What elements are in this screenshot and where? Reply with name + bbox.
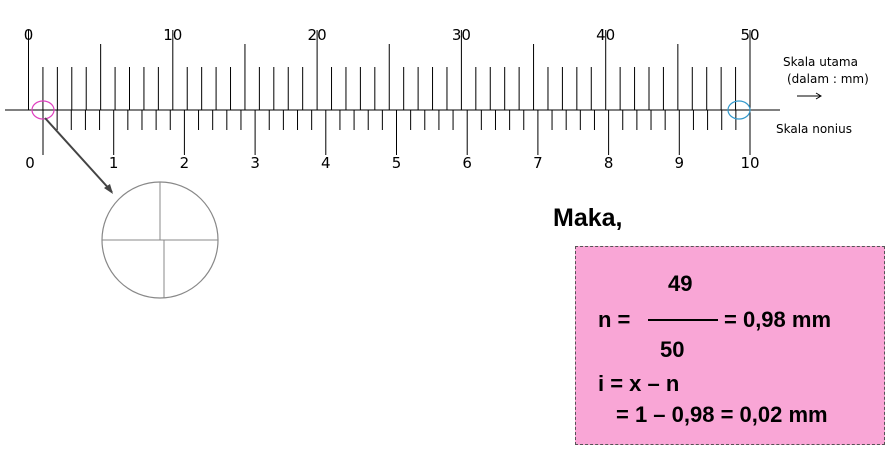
- vernier-scale-tick-label: 0: [25, 154, 35, 172]
- i-result: = 1 – 0,98 = 0,02 mm: [616, 402, 828, 427]
- main-scale-tick-label: 10: [163, 26, 182, 44]
- vernier-scale-tick-label: 2: [180, 154, 190, 172]
- vernier-scale-tick-label: 9: [675, 154, 685, 172]
- vernier-scale-tick-label: 10: [740, 154, 759, 172]
- main-scale-tick-label: 0: [24, 26, 34, 44]
- vernier-scale-title: Skala nonius: [776, 122, 852, 136]
- main-scale-title: Skala utama: [783, 55, 858, 69]
- main-scale-tick-label: 30: [452, 26, 471, 44]
- vernier-scale-tick-label: 7: [533, 154, 543, 172]
- main-scale-tick-label: 50: [740, 26, 759, 44]
- main-scale-tick-label: 20: [308, 26, 327, 44]
- main-scale-labels: 0 10 20 30 40 50: [24, 26, 760, 44]
- vernier-scale-tick-label: 6: [462, 154, 472, 172]
- main-scale-ticks: [28, 30, 751, 110]
- zoom-pointer-arrow: [44, 117, 113, 193]
- end-alignment-circle: [727, 100, 751, 120]
- fraction-denominator: 50: [660, 337, 685, 362]
- calculation-box: 49 n = = 0,98 mm 50 i = x – n = 1 – 0,98…: [575, 246, 885, 445]
- zero-alignment-circle: [31, 100, 55, 120]
- zoom-arrow-head-icon: [104, 184, 113, 194]
- vernier-scale-tick-label: 5: [392, 154, 402, 172]
- n-label: n =: [598, 307, 631, 332]
- main-scale-unit: (dalam : mm): [787, 72, 869, 86]
- i-equation: i = x – n: [598, 371, 680, 396]
- fraction-bar: [648, 319, 718, 321]
- vernier-scale-tick-label: 8: [604, 154, 614, 172]
- vernier-scale-tick-label: 3: [250, 154, 260, 172]
- main-scale-tick-label: 40: [596, 26, 615, 44]
- magnifier-circle: [101, 181, 219, 299]
- vernier-scale-ticks: [42, 110, 751, 155]
- vernier-scale-tick-label: 1: [109, 154, 119, 172]
- vernier-scale-tick-label: 4: [321, 154, 331, 172]
- result-heading: Maka,: [553, 204, 623, 232]
- fraction-numerator: 49: [668, 271, 693, 296]
- arrow-head-icon: [815, 92, 822, 100]
- n-result: = 0,98 mm: [724, 307, 832, 332]
- vernier-scale-labels: 0 1 2 3 4 5 6 7 8 9 10: [25, 154, 759, 172]
